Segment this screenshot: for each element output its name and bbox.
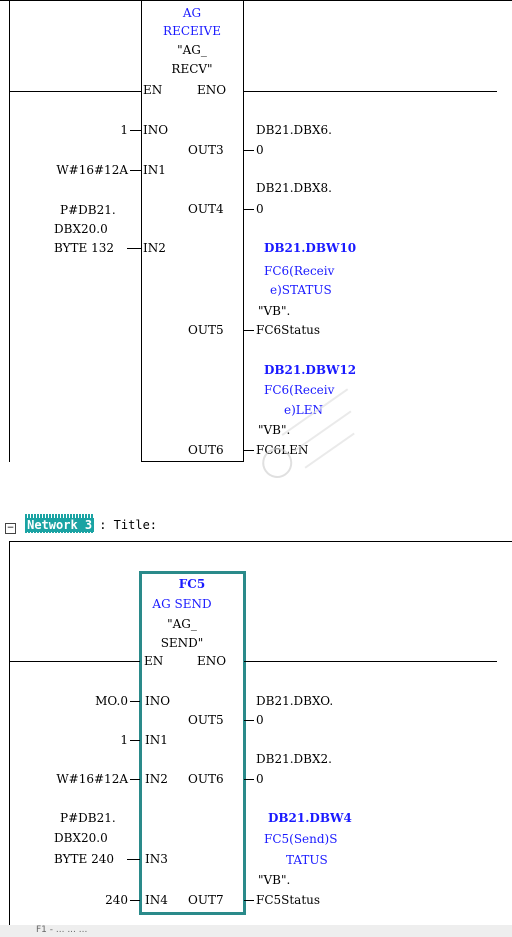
block1-out3-value-1[interactable]: DB21.DBX6. (256, 123, 332, 137)
block1-in0-wire (130, 130, 141, 131)
block2-out7-comment-2: TATUS (286, 853, 328, 867)
block2-out6-value-2[interactable]: 0 (256, 772, 264, 786)
ag-send-block[interactable] (139, 571, 246, 915)
block2-en-label: EN (144, 654, 164, 668)
block1-out4-label: OUT4 (188, 202, 224, 216)
block1-out3-value-2[interactable]: 0 (256, 143, 264, 157)
status-bar-text: F1 - ... ... ... (36, 925, 88, 935)
block2-in1-label: IN1 (145, 733, 168, 747)
block2-in3-value-2[interactable]: DBX20.0 (54, 831, 108, 845)
network3-left-rail-2 (9, 562, 10, 925)
block2-eno-label: ENO (197, 654, 227, 668)
status-bar: F1 - ... ... ... (0, 925, 512, 937)
block1-in2-value-1[interactable]: P#DB21. (60, 203, 116, 217)
block1-title-ag: AG (182, 6, 202, 20)
block2-in4-value[interactable]: 240 (105, 893, 128, 907)
network3-header[interactable]: − Network 3 : Title: (5, 514, 158, 534)
block1-in2-value-3[interactable]: BYTE 132 (54, 241, 115, 255)
block2-in2-value[interactable]: W#16#12A (56, 772, 128, 786)
block1-out6-label: OUT6 (188, 443, 224, 457)
block1-out5-comment-2: e)STATUS (270, 283, 332, 297)
frame-top-line (0, 0, 512, 1)
block1-name-line1: "AG_ (177, 43, 207, 57)
block1-out6-wire (243, 450, 254, 451)
block1-in2-value-2[interactable]: DBX20.0 (54, 222, 108, 236)
block1-out6-symbol-1: "VB". (258, 423, 291, 437)
block1-in2-wire (127, 248, 141, 249)
block2-eno-wire (244, 661, 497, 662)
block1-out5-symbol-2[interactable]: FC6Status (256, 323, 321, 337)
block2-out7-wire (244, 900, 254, 901)
block2-title-agsend: AG SEND (152, 597, 212, 611)
block2-out6-value-1[interactable]: DB21.DBX2. (256, 752, 332, 766)
block2-out5-value-2[interactable]: 0 (256, 713, 264, 727)
block1-right-edge (243, 0, 244, 461)
block1-title-receive: RECEIVE (163, 24, 221, 38)
block2-out6-label: OUT6 (188, 772, 224, 786)
block1-out5-symbol-1: "VB". (258, 304, 291, 318)
block2-out5-label: OUT5 (188, 713, 224, 727)
block2-in2-label: IN2 (145, 772, 168, 786)
block2-in3-value-1[interactable]: P#DB21. (60, 811, 116, 825)
block1-out4-wire (243, 209, 254, 210)
block1-in1-label: IN1 (143, 163, 166, 177)
block1-in0-value[interactable]: 1 (120, 123, 128, 137)
watermark-logo-icon (218, 351, 402, 530)
block2-in0-label: INO (145, 694, 171, 708)
block2-in1-wire (130, 740, 140, 741)
block1-out5-wire (243, 330, 254, 331)
block1-out5-address[interactable]: DB21.DBW10 (264, 241, 357, 255)
block2-in0-value[interactable]: MO.0 (95, 694, 128, 708)
block2-name-line2: SEND" (160, 636, 204, 650)
block2-in3-label: IN3 (145, 852, 168, 866)
network3-badge[interactable]: Network 3 (25, 518, 95, 532)
block2-out7-address[interactable]: DB21.DBW4 (268, 811, 352, 825)
collapse-toggle-icon[interactable]: − (5, 523, 16, 534)
network3-title[interactable]: : Title: (99, 518, 158, 532)
block2-out7-symbol-1: "VB". (258, 873, 291, 887)
block1-out3-wire (243, 150, 254, 151)
block1-out5-comment-1: FC6(Receiv (264, 264, 335, 278)
network3-frame-top (9, 541, 512, 542)
block1-out4-value-2[interactable]: 0 (256, 202, 264, 216)
block2-in2-wire (130, 779, 140, 780)
block1-en-wire (9, 91, 142, 92)
block2-name-line1: "AG_ (167, 617, 197, 631)
block1-out4-value-1[interactable]: DB21.DBX8. (256, 181, 332, 195)
block1-in1-wire (130, 170, 141, 171)
block2-title-fc5: FC5 (178, 577, 206, 591)
block1-in1-value[interactable]: W#16#12A (56, 163, 128, 177)
block1-out3-label: OUT3 (188, 143, 224, 157)
block1-out6-comment-1: FC6(Receiv (264, 383, 335, 397)
block2-in4-wire (130, 900, 140, 901)
left-power-rail (9, 0, 10, 462)
block2-out7-label: OUT7 (188, 893, 224, 907)
block1-out5-label: OUT5 (188, 323, 224, 337)
block1-out6-address[interactable]: DB21.DBW12 (264, 363, 357, 377)
block2-in3-wire (127, 859, 140, 860)
block2-out6-wire (244, 779, 254, 780)
block1-in0-label: INO (143, 123, 169, 137)
block1-eno-wire (243, 91, 497, 92)
block2-out7-symbol-2[interactable]: FC5Status (256, 893, 321, 907)
block2-in1-value[interactable]: 1 (120, 733, 128, 747)
block1-en-label: EN (143, 83, 163, 97)
block2-in4-label: IN4 (145, 893, 168, 907)
block1-in2-label: IN2 (143, 241, 166, 255)
block2-out5-value-1[interactable]: DB21.DBXO. (256, 694, 334, 708)
block2-out7-comment-1: FC5(Send)S (264, 832, 338, 846)
block2-en-wire (9, 661, 140, 662)
block2-in3-value-3[interactable]: BYTE 240 (54, 852, 115, 866)
block2-out5-wire (244, 720, 254, 721)
block1-name-line2: RECV" (171, 62, 213, 76)
block1-eno-label: ENO (197, 83, 227, 97)
block2-in0-wire (130, 701, 140, 702)
